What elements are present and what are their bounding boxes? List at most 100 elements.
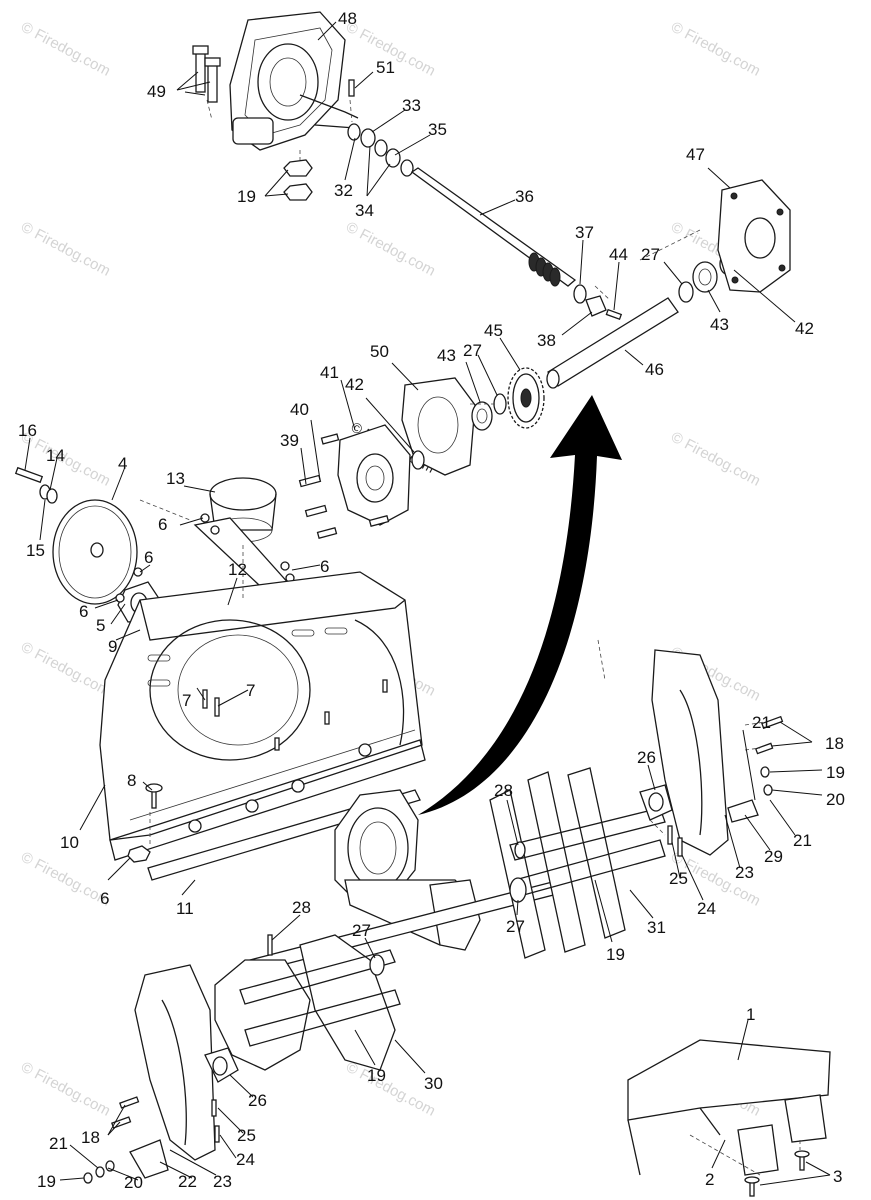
gear-housing-41 [337,424,411,526]
pin-51 [348,79,355,97]
bolts-39-40 [298,433,390,540]
side-plate-right [651,649,729,856]
callout-43: 43 [710,315,729,334]
callout-6: 6 [144,548,153,567]
callout-9: 9 [108,637,117,656]
callout-23: 23 [213,1172,232,1191]
auger-right-31 [489,767,666,959]
watermark: © Firedog.com [18,639,113,700]
callout-21: 21 [752,713,771,732]
side-plate-left [134,964,216,1161]
callout-28: 28 [494,781,513,800]
callout-36: 36 [515,187,534,206]
carriage-bolts-7-8 [145,679,388,809]
callout-41: 41 [320,363,339,382]
callout-40: 40 [290,400,309,419]
callout-21: 21 [49,1134,68,1153]
bearing-43-top [692,261,718,293]
bearing-28-right [514,841,526,859]
callout-24: 24 [236,1150,255,1169]
callout-33: 33 [402,96,421,115]
callout-11: 11 [176,899,194,918]
callout-39: 39 [280,431,299,450]
callout-26: 26 [637,748,656,767]
worm-gear-45 [507,367,545,429]
callout-21: 21 [793,831,812,850]
callout-50: 50 [370,342,389,361]
callout-13: 13 [166,469,185,488]
chute-ring-13 [193,477,291,601]
callout-2: 2 [705,1170,714,1189]
callout-27: 27 [352,921,371,940]
nut-6 [210,525,220,535]
auger-left-30 [214,934,401,1071]
callout-32: 32 [334,181,353,200]
worm-shaft-36 [410,167,577,287]
bolt-16-washers [14,466,58,504]
watermark: © Firedog.com [18,849,113,910]
washer-27-top [678,281,694,303]
callout-42: 42 [795,319,814,338]
assembly-lines [139,99,801,1176]
callout-31: 31 [647,918,666,937]
nut-6 [200,513,210,523]
callout-51: 51 [376,58,395,77]
bearing-27-right [509,877,527,903]
bearing-26-left [204,1047,239,1083]
callout-7: 7 [246,681,255,700]
callout-20: 20 [124,1173,143,1192]
callout-14: 14 [46,446,65,465]
bolt-24-25-left [211,1099,220,1143]
callout-23: 23 [735,863,754,882]
watermark: © Firedog.com [668,429,763,490]
callout-4: 4 [118,454,127,473]
callout-38: 38 [537,331,556,350]
bearing-43-mid [471,401,493,431]
callout-48: 48 [338,9,357,28]
callout-19: 19 [826,763,845,782]
callout-7: 7 [182,691,191,710]
callout-45: 45 [484,321,503,340]
callout-34: 34 [355,201,374,220]
callout-26: 26 [248,1091,267,1110]
callout-42: 42 [345,375,364,394]
gasket-50 [401,377,476,476]
watermark: © Firedog.com [18,1059,113,1120]
bolt-24-25-right [667,825,683,857]
watermark: © Firedog.com [18,19,113,80]
callout-19: 19 [367,1066,386,1085]
callout-18: 18 [825,734,844,753]
gear-housing-48 [229,11,359,151]
callout-labels: 48 49 51 33 35 32 34 19 36 37 44 27 47 3… [18,9,845,1192]
callout-8: 8 [127,771,136,790]
callout-24: 24 [697,899,716,918]
callout-27: 27 [506,917,525,936]
nut-6 [133,567,143,577]
callout-44: 44 [609,245,628,264]
callout-15: 15 [26,541,45,560]
callout-22: 22 [178,1172,197,1191]
shear-bolts-right [727,715,784,823]
callout-6: 6 [79,602,88,621]
callout-20: 20 [826,790,845,809]
watermark: © Firedog.com [668,19,763,80]
callout-25: 25 [237,1126,256,1145]
callout-27: 27 [641,245,660,264]
nut-6 [280,561,290,571]
washer-37 [573,284,587,304]
callout-3: 3 [833,1167,842,1186]
leader-lines [24,21,831,1186]
watermark: © Firedog.com [343,219,438,280]
callout-19: 19 [237,187,256,206]
callout-25: 25 [669,869,688,888]
cover-47 [717,179,791,293]
callout-49: 49 [147,82,166,101]
washer-27-mid [493,393,507,415]
callout-18: 18 [81,1128,100,1147]
shaft-washers [347,123,414,177]
callout-19: 19 [37,1172,56,1191]
callout-29: 29 [764,847,783,866]
bushing-38 [585,295,607,317]
callout-19: 19 [606,945,625,964]
